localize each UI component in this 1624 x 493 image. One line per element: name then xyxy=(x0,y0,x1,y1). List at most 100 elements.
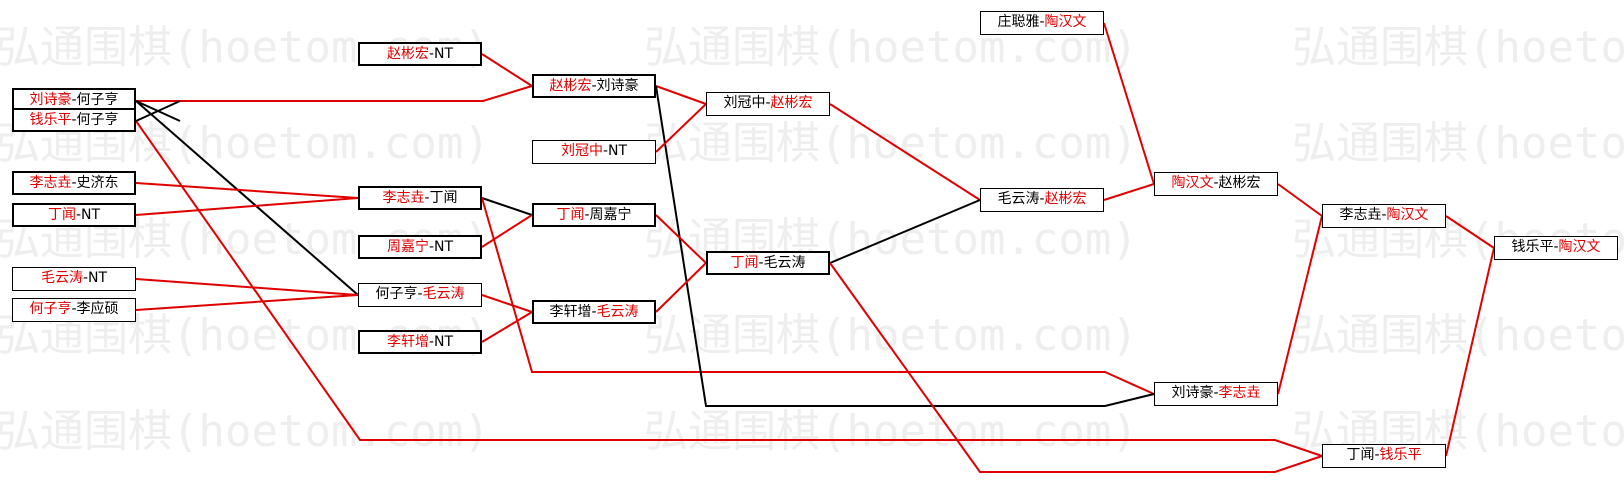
bracket-connector xyxy=(1277,215,1323,395)
match-box[interactable]: 毛云涛-赵彬宏 xyxy=(980,188,1104,212)
match-box[interactable]: 赵彬宏-NT xyxy=(358,42,482,66)
player-a: 丁闻 xyxy=(1346,447,1375,463)
bracket-connector xyxy=(829,262,1323,473)
bracket-connector xyxy=(1103,22,1155,185)
player-b: 赵彬宏 xyxy=(770,95,813,111)
match-box[interactable]: 赵彬宏-刘诗豪 xyxy=(532,74,656,98)
match-box[interactable]: 周嘉宁-NT xyxy=(358,235,482,259)
player-b: 何子亨 xyxy=(76,112,119,128)
watermark-row: 弘通围棋(hoetom.com) xyxy=(1292,118,1624,169)
bracket-connector xyxy=(136,85,533,102)
bracket-connector xyxy=(481,197,533,216)
match-box[interactable]: 何子亨-李应硕 xyxy=(12,298,136,322)
match-box[interactable]: 丁闻-周嘉宁 xyxy=(532,203,656,227)
player-b: 周嘉宁 xyxy=(589,207,632,223)
match-box[interactable]: 李轩增-毛云涛 xyxy=(532,300,656,324)
player-a: 丁闻 xyxy=(556,207,585,223)
player-b: 李志垚 xyxy=(1218,385,1261,401)
bracket-connector xyxy=(481,311,533,343)
player-b: 钱乐平 xyxy=(1379,447,1422,463)
player-a: 赵彬宏 xyxy=(549,78,592,94)
watermark-row: 弘通围棋(hoetom.com) xyxy=(1292,310,1624,361)
player-a: 钱乐平 xyxy=(1511,239,1554,255)
player-a: 李轩增 xyxy=(386,334,429,350)
match-box[interactable]: 丁闻-NT xyxy=(12,203,136,227)
player-a: 丁闻 xyxy=(47,207,76,223)
player-a: 毛云涛 xyxy=(997,191,1040,207)
player-a: 李轩增 xyxy=(549,304,592,320)
player-a: 陶汉文 xyxy=(1171,175,1214,191)
player-b: 李应硕 xyxy=(76,301,119,317)
watermark-row: 弘通围棋(hoetom.com) xyxy=(644,406,1138,457)
match-box[interactable]: 李志垚-丁闻 xyxy=(358,186,482,210)
bracket-connector xyxy=(481,214,533,248)
match-box[interactable]: 陶汉文-赵彬宏 xyxy=(1154,172,1278,196)
player-a: 刘诗豪 xyxy=(29,92,72,108)
bracket-connector xyxy=(481,294,533,313)
player-a: 何子亨 xyxy=(375,286,418,302)
bracket-connector xyxy=(655,103,707,153)
player-a: 何子亨 xyxy=(29,301,72,317)
bracket-connector xyxy=(135,100,359,296)
bracket-connector xyxy=(135,197,359,216)
player-a: 丁闻 xyxy=(730,255,759,271)
bracket-connector xyxy=(135,294,359,311)
bracket-connector xyxy=(1445,215,1495,249)
bracket-connector xyxy=(829,199,981,264)
match-box[interactable]: 李轩增-NT xyxy=(358,330,482,354)
player-a: 赵彬宏 xyxy=(386,46,429,62)
bracket-connector xyxy=(1103,183,1155,201)
watermark-row: 弘通围棋(hoetom.com) xyxy=(0,406,490,457)
player-a: 刘冠中 xyxy=(723,95,766,111)
player-a: 李志垚 xyxy=(1339,207,1382,223)
bracket-connector xyxy=(135,100,181,122)
match-box[interactable]: 刘冠中-NT xyxy=(532,140,656,164)
player-b: 赵彬宏 xyxy=(1218,175,1261,191)
player-a: 庄聪雅 xyxy=(997,14,1040,30)
player-a: 刘冠中 xyxy=(560,143,603,159)
player-a: 毛云涛 xyxy=(40,270,83,286)
player-a: 钱乐平 xyxy=(29,112,72,128)
player-b: NT xyxy=(88,270,108,286)
match-box[interactable]: 丁闻-毛云涛 xyxy=(706,251,830,275)
watermark-row: 弘通围棋(hoetom.com) xyxy=(644,310,1138,361)
player-a: 刘诗豪 xyxy=(1171,385,1214,401)
player-b: NT xyxy=(608,143,628,159)
bracket-connector xyxy=(655,85,1155,407)
player-a: 李志垚 xyxy=(382,190,425,206)
bracket-connector xyxy=(655,85,707,105)
match-box[interactable]: 何子亨-毛云涛 xyxy=(358,283,482,307)
match-box[interactable]: 钱乐平-何子亨 xyxy=(12,108,136,132)
match-box[interactable]: 李志垚-陶汉文 xyxy=(1322,204,1446,228)
match-box[interactable]: 丁闻-钱乐平 xyxy=(1322,444,1446,468)
player-b: 毛云涛 xyxy=(763,255,806,271)
match-box[interactable]: 庄聪雅-陶汉文 xyxy=(980,11,1104,35)
bracket-connector xyxy=(1277,183,1323,217)
match-box[interactable]: 钱乐平-陶汉文 xyxy=(1494,236,1618,260)
match-box[interactable]: 毛云涛-NT xyxy=(12,267,136,291)
match-box[interactable]: 刘冠中-赵彬宏 xyxy=(706,92,830,116)
watermark-row: 弘通围棋(hoetom.com) xyxy=(1292,22,1624,73)
bracket-connector xyxy=(135,182,359,199)
player-b: NT xyxy=(434,239,454,255)
match-box[interactable]: 李志垚-史济东 xyxy=(12,171,136,195)
player-b: 陶汉文 xyxy=(1558,239,1601,255)
player-b: NT xyxy=(434,46,454,62)
player-b: 刘诗豪 xyxy=(596,78,639,94)
bracket-connector xyxy=(135,120,1323,457)
player-b: NT xyxy=(434,334,454,350)
bracket-connector xyxy=(655,214,707,264)
player-a: 周嘉宁 xyxy=(386,239,429,255)
player-b: 何子亨 xyxy=(76,92,119,108)
player-b: 赵彬宏 xyxy=(1044,191,1087,207)
match-box[interactable]: 刘诗豪-李志垚 xyxy=(1154,382,1278,406)
player-b: NT xyxy=(81,207,101,223)
player-b: 毛云涛 xyxy=(596,304,639,320)
bracket-connector xyxy=(655,262,707,313)
bracket-connector xyxy=(481,197,1155,395)
player-b: 史济东 xyxy=(76,175,119,191)
bracket-connector xyxy=(481,53,533,87)
bracket-connector xyxy=(829,103,981,201)
